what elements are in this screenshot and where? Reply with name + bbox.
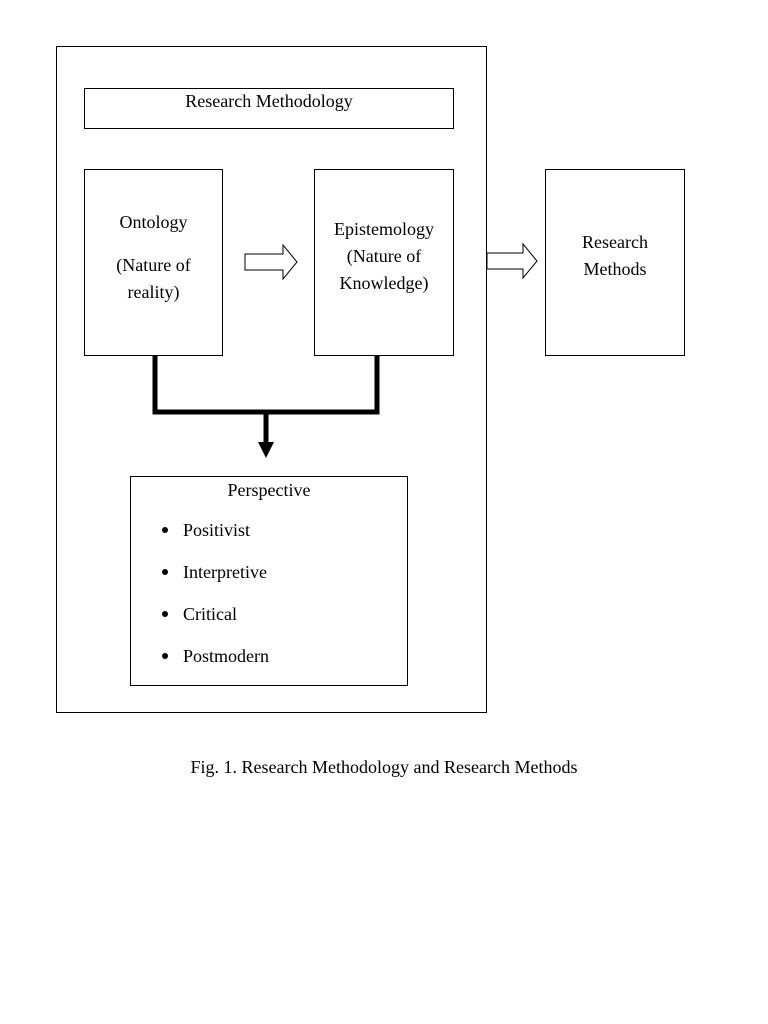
research-methods-line1: Research [582, 232, 648, 252]
ontology-sublabel-line1: (Nature of [116, 255, 191, 275]
ontology-box: Ontology (Nature of reality) [84, 169, 223, 356]
epistemology-line1: Epistemology [334, 219, 434, 239]
research-methods-box: Research Methods [545, 169, 685, 356]
research-methodology-title-box: Research Methodology [84, 88, 454, 129]
perspective-heading: Perspective [227, 480, 311, 500]
methodology-to-methods-arrow [486, 242, 538, 280]
epistemology-box: Epistemology (Nature of Knowledge) [314, 169, 454, 356]
ontology-sublabel: (Nature of reality) [85, 252, 222, 306]
epistemology-line3: Knowledge) [339, 273, 429, 293]
perspective-item-positivist: Positivist [131, 519, 269, 561]
ontology-label: Ontology [119, 212, 188, 232]
epistemology-text: Epistemology (Nature of Knowledge) [315, 216, 453, 297]
figure-caption: Fig. 1. Research Methodology and Researc… [190, 757, 578, 777]
perspective-bracket [152, 356, 380, 415]
perspective-list: Positivist Interpretive Critical Postmod… [131, 519, 269, 687]
perspective-item-postmodern: Postmodern [131, 645, 269, 687]
perspective-arrow-head [258, 442, 274, 458]
perspective-box: Perspective Positivist Interpretive Crit… [130, 476, 408, 686]
epistemology-line2: (Nature of [346, 246, 422, 266]
ontology-sublabel-line2: reality) [127, 282, 180, 302]
perspective-item-critical: Critical [131, 603, 269, 645]
research-methods-text: Research Methods [546, 229, 684, 283]
research-methods-line2: Methods [583, 259, 647, 279]
research-methodology-title: Research Methodology [185, 91, 353, 111]
perspective-item-interpretive: Interpretive [131, 561, 269, 603]
ontology-to-epistemology-arrow [244, 243, 298, 281]
